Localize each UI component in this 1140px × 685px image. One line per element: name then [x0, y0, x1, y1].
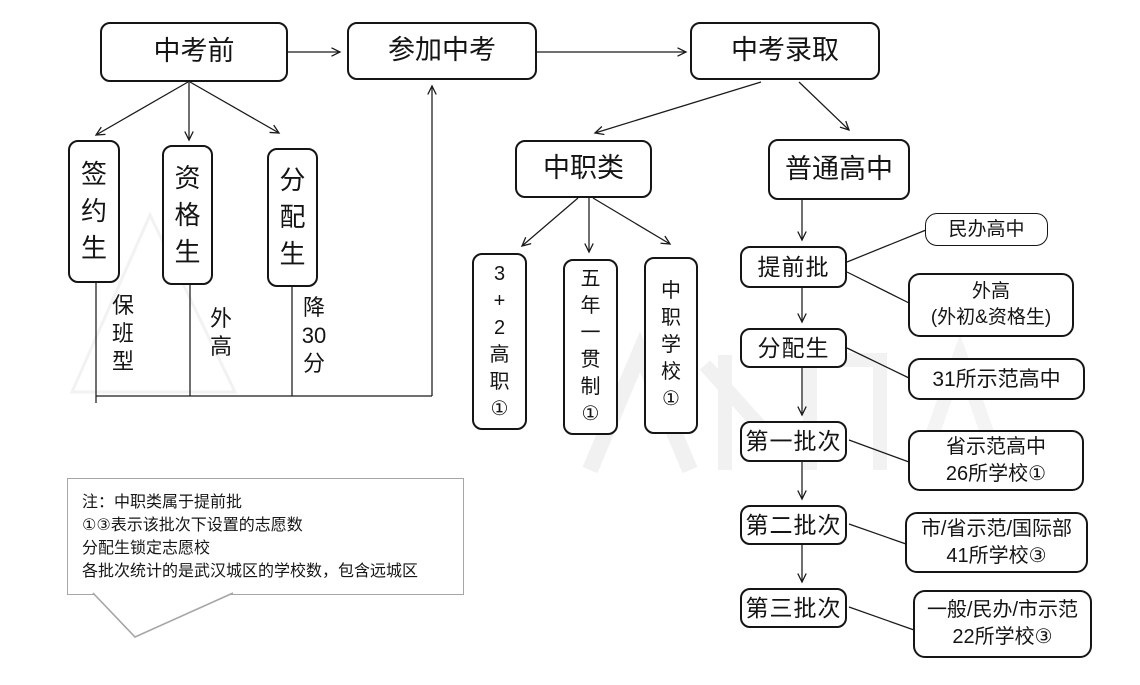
note-bubble: 注：中职类属于提前批 ①③表示该批次下设置的志愿数 分配生锁定志愿校 各批次统计…	[67, 478, 464, 595]
line-batch1-to-31schools	[846, 347, 910, 379]
arrow-admission-to-regular	[798, 81, 851, 132]
node-qualified-student: 资 格 生	[162, 145, 213, 285]
node-allocated-student-left: 分 配 生	[267, 148, 318, 287]
node-batch-first: 第一批次	[740, 421, 847, 462]
label-baoban-type: 保 班 型	[111, 293, 134, 374]
node-waigao-school: 外高 (外初&资格生)	[908, 273, 1074, 337]
line-batch3-to-city	[848, 523, 907, 545]
arrow-vocational-to-vocschool	[592, 197, 672, 245]
node-vocational-category: 中职类	[515, 140, 652, 198]
node-general-private-city: 一般/民办/市示范 22所学校③	[913, 590, 1092, 658]
node-5year-program: 五 年 一 贯 制 ①	[563, 259, 618, 435]
arrow-admission-to-vocational	[593, 81, 762, 136]
watermark-triangle	[69, 211, 238, 394]
node-regular-high: 普通高中	[768, 139, 910, 200]
node-batch-early: 提前批	[740, 246, 847, 288]
arrow-preexam-to-sign	[94, 81, 189, 136]
node-city-province-intl: 市/省示范/国际部 41所学校③	[905, 512, 1088, 573]
line-batch2-to-province	[848, 439, 910, 463]
line-batch0-to-minban	[846, 229, 927, 263]
node-sign-student: 签 约 生	[68, 140, 120, 283]
node-province-model: 省示范高中 26所学校①	[908, 430, 1084, 491]
label-minus-30: 降 30 分	[301, 295, 327, 376]
label-waigao: 外 高	[209, 306, 232, 359]
node-admission: 中考录取	[690, 22, 880, 80]
node-batch-allocated: 分配生	[740, 328, 847, 368]
node-3plus2-college: 3 + 2 高 职 ①	[472, 253, 527, 430]
node-take-exam: 参加中考	[347, 22, 537, 80]
arrow-preexam-to-allocated	[189, 81, 281, 134]
node-private-high: 民办高中	[925, 213, 1048, 246]
node-31-model-high: 31所示范高中	[908, 358, 1085, 400]
node-batch-second: 第二批次	[740, 505, 847, 545]
node-pre-exam: 中考前	[100, 22, 288, 82]
node-batch-third: 第三批次	[740, 588, 847, 628]
node-vocational-school: 中 职 学 校 ①	[644, 257, 698, 434]
arrow-vocational-to-3plus2	[520, 197, 579, 247]
line-batch0-to-waigao	[846, 271, 910, 304]
line-batch4-to-general	[848, 606, 915, 631]
